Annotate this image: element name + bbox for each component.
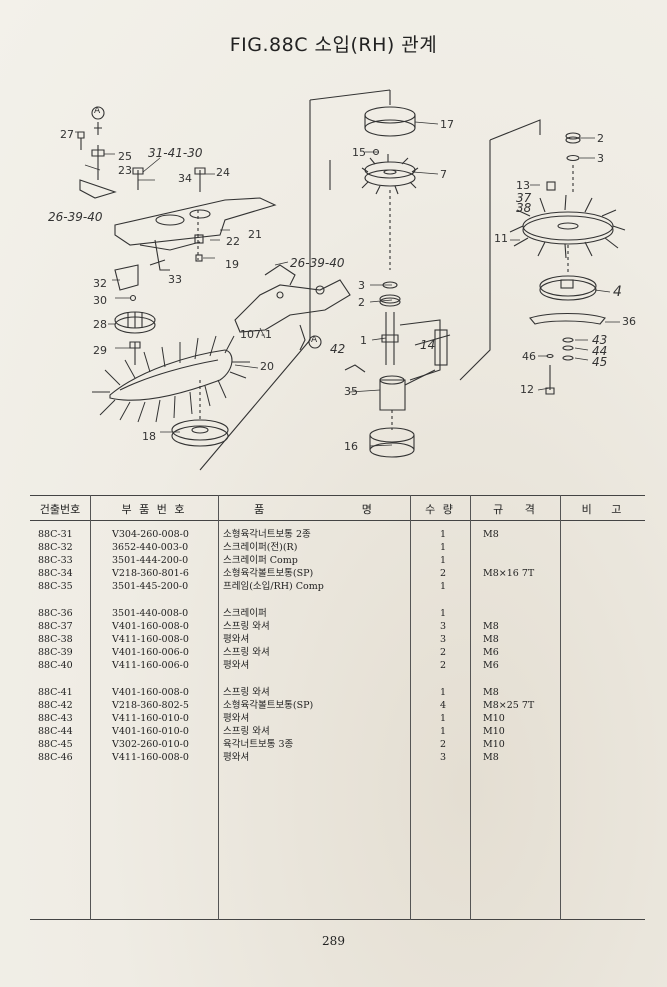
callout-13: 13 (516, 179, 530, 192)
table-row: 88C-40 V411-160-006-0 평와셔 2 M6 (38, 660, 499, 671)
callout-36: 36 (622, 315, 636, 328)
page-number: 289 (322, 934, 345, 948)
callout-16: 16 (344, 440, 358, 453)
callout-29: 29 (93, 344, 107, 357)
callout-3: 3 (358, 279, 365, 292)
table-row: 88C-33 3501-444-200-0 스크레이퍼 Comp 1 (38, 555, 447, 566)
table-row: 88C-36 3501-440-008-0 스크레이퍼 1 (38, 608, 447, 619)
callout-37: 37 (516, 191, 532, 205)
table-row: 88C-45 V302-260-010-0 육각너트보통 3종 2 M10 (38, 739, 505, 750)
callout-46: 46 (522, 350, 536, 363)
shaft-1 (385, 312, 395, 365)
callout-23: 23 (118, 164, 132, 177)
callout-1: 1 (360, 334, 367, 347)
callout-21: 21 (248, 228, 262, 241)
ring-16 (369, 427, 415, 443)
callout-32: 32 (93, 277, 107, 290)
header-part-name: 품 명 (254, 503, 374, 516)
table-row: 88C-32 3652-440-003-0 스크레이퍼(전)(R) 1 (38, 542, 447, 553)
callout-25: 25 (118, 150, 132, 163)
header-spec: 규 격 (493, 503, 537, 516)
callout-12: 12 (520, 383, 534, 396)
marker-a-top-label: A (94, 106, 101, 116)
callout-28: 28 (93, 318, 107, 331)
callout-26-39-40-mid: 26-39-40 (290, 256, 345, 270)
callout-44: 44 (592, 344, 608, 358)
callout-31-41-30: 31-41-30 (148, 146, 203, 160)
callout-17: 17 (440, 118, 454, 131)
ring-17 (364, 119, 416, 137)
callout-18: 18 (142, 430, 156, 443)
frame-line-top-right (489, 119, 541, 141)
callout-22: 22 (226, 235, 240, 248)
frame-line-left-mid (199, 100, 311, 471)
frame-107-1 (234, 279, 351, 333)
callout-38: 38 (516, 201, 532, 215)
table-row: 88C-31 V304-260-008-0 소형육각너트보통 2종 1 M8 (38, 529, 499, 540)
header-part-number: 부 품 번 호 (121, 503, 187, 516)
scraper-plate (114, 197, 277, 246)
bolt-12 (545, 365, 555, 395)
scraper-36 (529, 313, 606, 325)
diagram-drawing (75, 89, 626, 471)
frame-line-right (459, 140, 491, 381)
star-wheel-11 (522, 215, 614, 245)
exploded-parts-diagram: 27 25 23 26-39-40 31-41-30 34 24 22 21 1… (20, 80, 650, 480)
scraper-bracket (114, 264, 139, 291)
table-row: 88C-34 V218-360-801-6 소형육각볼트보통(SP) 2 M8×… (38, 568, 535, 579)
callout-33: 33 (168, 273, 182, 286)
table-row: 88C-41 V401-160-008-0 스프링 와셔 1 M8 (38, 687, 499, 698)
callout-27: 27 (60, 128, 74, 141)
header-qty: 수 량 (425, 503, 455, 516)
header-note: 비 고 (581, 503, 624, 516)
marker-a-bottom-label: A (311, 335, 318, 345)
callout-4: 4 (613, 284, 622, 300)
table-row: 88C-39 V401-160-006-0 스프링 와셔 2 M6 (38, 647, 499, 658)
callout-35: 35 (344, 385, 358, 398)
table-row: 88C-43 V411-160-010-0 평와셔 1 M10 (38, 713, 505, 724)
callout-43: 43 (592, 333, 608, 347)
callout-20: 20 (260, 360, 274, 373)
bracket-35 (379, 379, 406, 411)
callout-15: 15 (352, 146, 366, 159)
callout-42: 42 (330, 342, 346, 356)
callout-2: 2 (358, 296, 365, 309)
table-row: 88C-35 3501-445-200-0 프레임(소입/RH) Comp 1 (38, 581, 447, 592)
callout-14: 14 (420, 338, 436, 352)
callout-34: 34 (178, 172, 192, 185)
callout-11: 11 (494, 232, 508, 245)
callout-26-39-40: 26-39-40 (48, 210, 103, 224)
table-row: 88C-38 V411-160-008-0 평와셔 3 M8 (38, 634, 499, 645)
figure-title: FIG.88C 소입(RH) 관계 (229, 34, 438, 56)
table-row: 88C-46 V411-160-008-0 평와셔 3 M8 (38, 752, 499, 763)
table-row: 88C-44 V401-160-010-0 스프링 와셔 1 M10 (38, 726, 505, 737)
callout-19: 19 (225, 258, 239, 271)
roller-18 (171, 419, 229, 441)
header-no: 건출번호 (39, 503, 81, 516)
plate-4 (539, 279, 597, 301)
marker-a-top (91, 106, 105, 120)
callout-24: 24 (216, 166, 230, 179)
callout-45: 45 (592, 355, 608, 369)
callout-7: 7 (440, 168, 447, 181)
marker-a-bottom (308, 335, 322, 349)
table-row: 88C-42 V218-360-802-5 소형육각볼트보통(SP) 4 M8×… (38, 700, 535, 711)
callout-right-3: 3 (597, 152, 604, 165)
frame-line-top-mid (309, 89, 391, 101)
table-row: 88C-37 V401-160-008-0 스프링 와셔 3 M8 (38, 621, 499, 632)
callout-right-2: 2 (597, 132, 604, 145)
parts-table: 건출번호 부 품 번 호 품 명 수 량 규 격 비 고 88C-31 V304… (30, 495, 645, 920)
callout-30: 30 (93, 294, 107, 307)
callout-107-1: 107-1 (240, 328, 272, 341)
spiked-track (109, 349, 233, 401)
